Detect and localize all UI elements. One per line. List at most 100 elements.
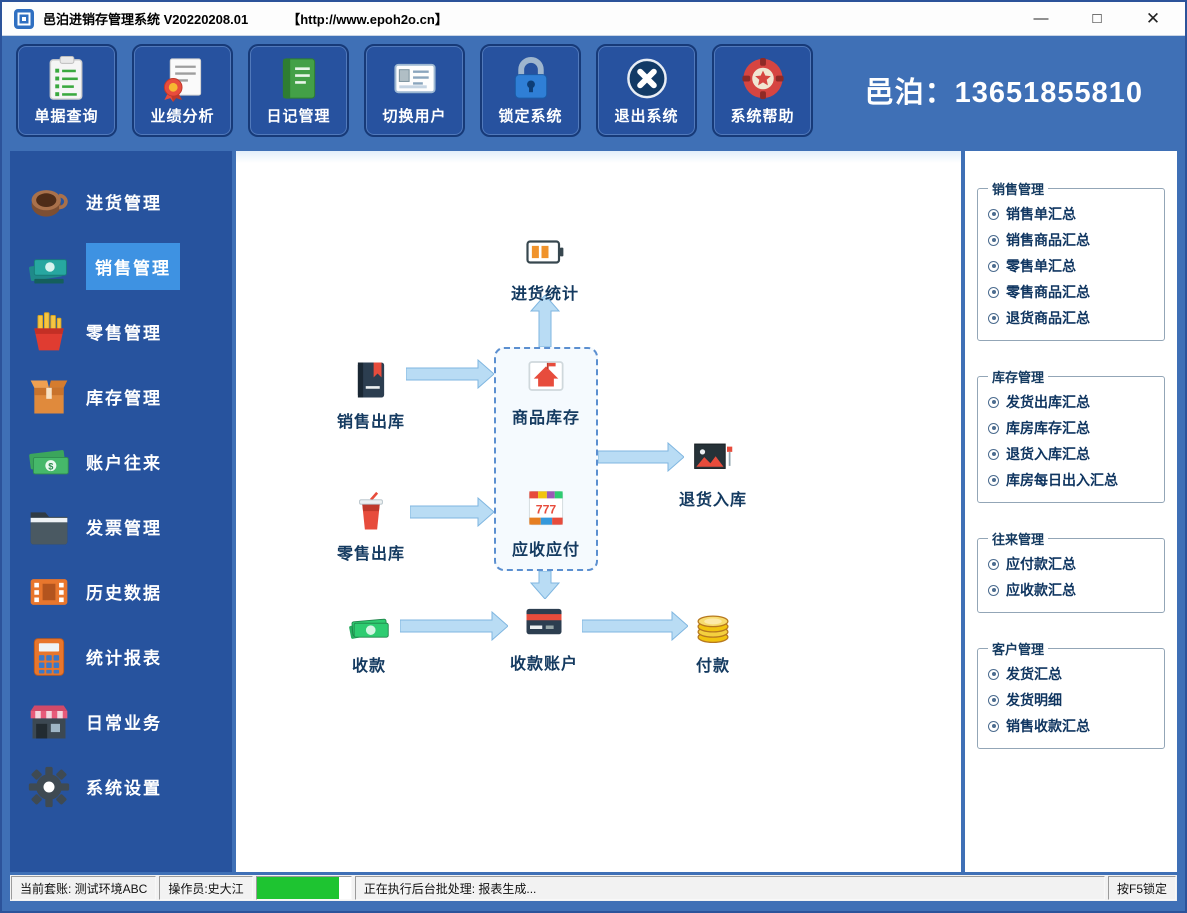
report-group-title: 客户管理 (992, 642, 1045, 657)
sidebar-item-lishi[interactable]: 历史数据 (10, 559, 232, 624)
cash-icon: $ (26, 440, 72, 484)
notebook-icon (274, 55, 324, 102)
shop-icon (26, 700, 72, 744)
report-link[interactable]: 发货明细 (986, 687, 1156, 713)
sidebar-item-fapiao[interactable]: 发票管理 (10, 494, 232, 559)
diagram-node-fukuan[interactable]: 付款 (653, 603, 773, 676)
credit-card-icon (522, 601, 566, 643)
report-link-label: 应付款汇总 (1006, 556, 1076, 572)
flow-arrow-0 (529, 294, 561, 352)
diagram-node-shoukuan-zhanghu[interactable]: 收款账户 (484, 601, 604, 674)
radio-bullet-icon (988, 668, 999, 680)
battery-icon (523, 231, 567, 273)
report-link-label: 零售商品汇总 (1006, 284, 1090, 300)
report-link[interactable]: 零售单汇总 (986, 253, 1156, 279)
toolbar-button-label: 退出系统 (614, 107, 679, 125)
sidebar-item-label: 账户往来 (86, 454, 162, 473)
sidebar: 进货管理 销售管理 零售管理 库存管理 $ 账户往来 发票管理 历史数据 统计报… (10, 151, 232, 872)
sidebar-item-kucun[interactable]: 库存管理 (10, 364, 232, 429)
toolbar-button-suoding-xitong[interactable]: 锁定系统 (480, 43, 581, 137)
report-link[interactable]: 应收款汇总 (986, 577, 1156, 603)
toolbar-button-riji-guanli[interactable]: 日记管理 (248, 43, 349, 137)
sidebar-item-richang[interactable]: 日常业务 (10, 689, 232, 754)
report-link[interactable]: 库房库存汇总 (986, 415, 1156, 441)
report-group-title: 往来管理 (992, 532, 1045, 547)
toolbar-button-label: 日记管理 (266, 107, 331, 125)
toolbar-button-label: 锁定系统 (498, 107, 563, 125)
diagram-node-shoukuan[interactable]: 收款 (309, 603, 429, 676)
calculator-icon (26, 635, 72, 679)
sidebar-item-jinhuo[interactable]: 进货管理 (10, 169, 232, 234)
radio-bullet-icon (988, 422, 999, 434)
report-link[interactable]: 退货入库汇总 (986, 441, 1156, 467)
sidebar-item-xitong[interactable]: 系统设置 (10, 754, 232, 819)
gear-icon (26, 765, 72, 809)
folder-icon (26, 505, 72, 549)
report-link[interactable]: 退货商品汇总 (986, 305, 1156, 331)
radio-bullet-icon (988, 396, 999, 408)
coffee-icon (26, 180, 72, 224)
status-lock-hint: 按F5锁定 (1107, 876, 1176, 900)
sidebar-item-zhanghu[interactable]: $ 账户往来 (10, 429, 232, 494)
report-group-0: 销售管理 销售单汇总 销售商品汇总 零售单汇总 零售商品汇总 退货商品汇总 (977, 179, 1165, 341)
report-group-1: 库存管理 发货出库汇总 库房库存汇总 退货入库汇总 库房每日出入汇总 (977, 367, 1165, 503)
drink-icon (349, 491, 393, 533)
diagram-node-yingshou-yingfu[interactable]: 777 应收应付 (486, 487, 606, 560)
report-link[interactable]: 库房每日出入汇总 (986, 467, 1156, 493)
sidebar-item-xiaoshou[interactable]: 销售管理 (10, 234, 232, 299)
toolbar-button-tuichu-xitong[interactable]: 退出系统 (596, 43, 697, 137)
sidebar-item-tongji[interactable]: 统计报表 (10, 624, 232, 689)
report-group-2: 往来管理 应付款汇总 应收款汇总 (977, 529, 1165, 613)
flow-arrow-5 (399, 610, 509, 646)
report-link-label: 库房库存汇总 (1006, 420, 1090, 436)
idcard-icon (390, 55, 440, 102)
toolbar-button-label: 业绩分析 (150, 107, 215, 125)
report-group-3: 客户管理 发货汇总 发货明细 销售收款汇总 (977, 639, 1165, 749)
toolbar-button-label: 系统帮助 (730, 107, 795, 125)
toolbar-button-qiehuan-yonghu[interactable]: 切换用户 (364, 43, 465, 137)
window-title: 邑泊进销存管理系统 V20220208.01 (43, 12, 249, 27)
report-link[interactable]: 销售单汇总 (986, 201, 1156, 227)
close-button[interactable]: ✕ (1145, 9, 1161, 28)
radio-bullet-icon (988, 448, 999, 460)
toolbar-button-xitong-bangzhu[interactable]: 系统帮助 (712, 43, 813, 137)
diagram-node-jinhuo-tongji[interactable]: 进货统计 (485, 231, 605, 304)
report-link[interactable]: 发货汇总 (986, 661, 1156, 687)
diagram-node-label: 零售出库 (336, 546, 405, 563)
radio-bullet-icon (988, 558, 999, 570)
toolbar-button-yeji-fenxi[interactable]: 业绩分析 (132, 43, 233, 137)
sidebar-item-label: 日常业务 (86, 714, 162, 733)
report-link-label: 退货入库汇总 (1006, 446, 1090, 462)
report-link-label: 应收款汇总 (1006, 582, 1076, 598)
clipboard-icon (42, 55, 92, 102)
report-link[interactable]: 销售收款汇总 (986, 713, 1156, 739)
flow-arrow-4 (529, 570, 561, 604)
diagram-node-label: 销售出库 (336, 414, 405, 431)
report-link[interactable]: 发货出库汇总 (986, 389, 1156, 415)
diagram-node-tuihuo-ruku[interactable]: 退货入库 (653, 437, 773, 510)
window-controls: — □ ✕ (1031, 10, 1173, 27)
radio-bullet-icon (988, 584, 999, 596)
toolbar-button-danju-chaxun[interactable]: 单据查询 (16, 43, 117, 137)
diagram-node-shangpin-kucun[interactable]: 商品库存 (486, 355, 606, 428)
radio-bullet-icon (988, 234, 999, 246)
diagram-node-label: 付款 (695, 658, 730, 675)
report-link[interactable]: 应付款汇总 (986, 551, 1156, 577)
radio-bullet-icon (988, 286, 999, 298)
diagram-node-lingshou-chuku[interactable]: 零售出库 (311, 491, 431, 564)
minimize-button[interactable]: — (1033, 10, 1049, 27)
progress-bar (255, 876, 352, 900)
maximize-button[interactable]: □ (1092, 10, 1102, 27)
diagram-node-label: 收款账户 (509, 656, 578, 673)
flow-arrow-3 (597, 441, 685, 477)
diagram-node-label: 进货统计 (510, 286, 579, 303)
report-link-label: 退货商品汇总 (1006, 310, 1090, 326)
diagram-node-xiaoshou-chuku[interactable]: 销售出库 (311, 359, 431, 432)
radio-bullet-icon (988, 312, 999, 324)
report-link[interactable]: 零售商品汇总 (986, 279, 1156, 305)
report-link-label: 发货汇总 (1006, 666, 1062, 682)
report-link[interactable]: 销售商品汇总 (986, 227, 1156, 253)
sidebar-item-lingshou[interactable]: 零售管理 (10, 299, 232, 364)
toolbar: 单据查询 业绩分析 日记管理 切换用户 锁定系统 退出系统 系统帮助 邑泊：13… (2, 36, 1185, 148)
house-card-icon (524, 355, 568, 397)
